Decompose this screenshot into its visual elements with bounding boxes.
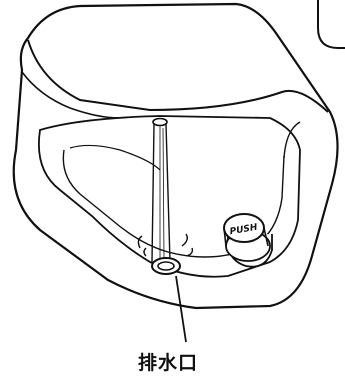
drain-inner: [158, 262, 174, 270]
speech-bubble-edge: [318, 0, 345, 48]
drain-callout-label: 排水口: [138, 348, 218, 375]
spout-top: [153, 119, 167, 126]
